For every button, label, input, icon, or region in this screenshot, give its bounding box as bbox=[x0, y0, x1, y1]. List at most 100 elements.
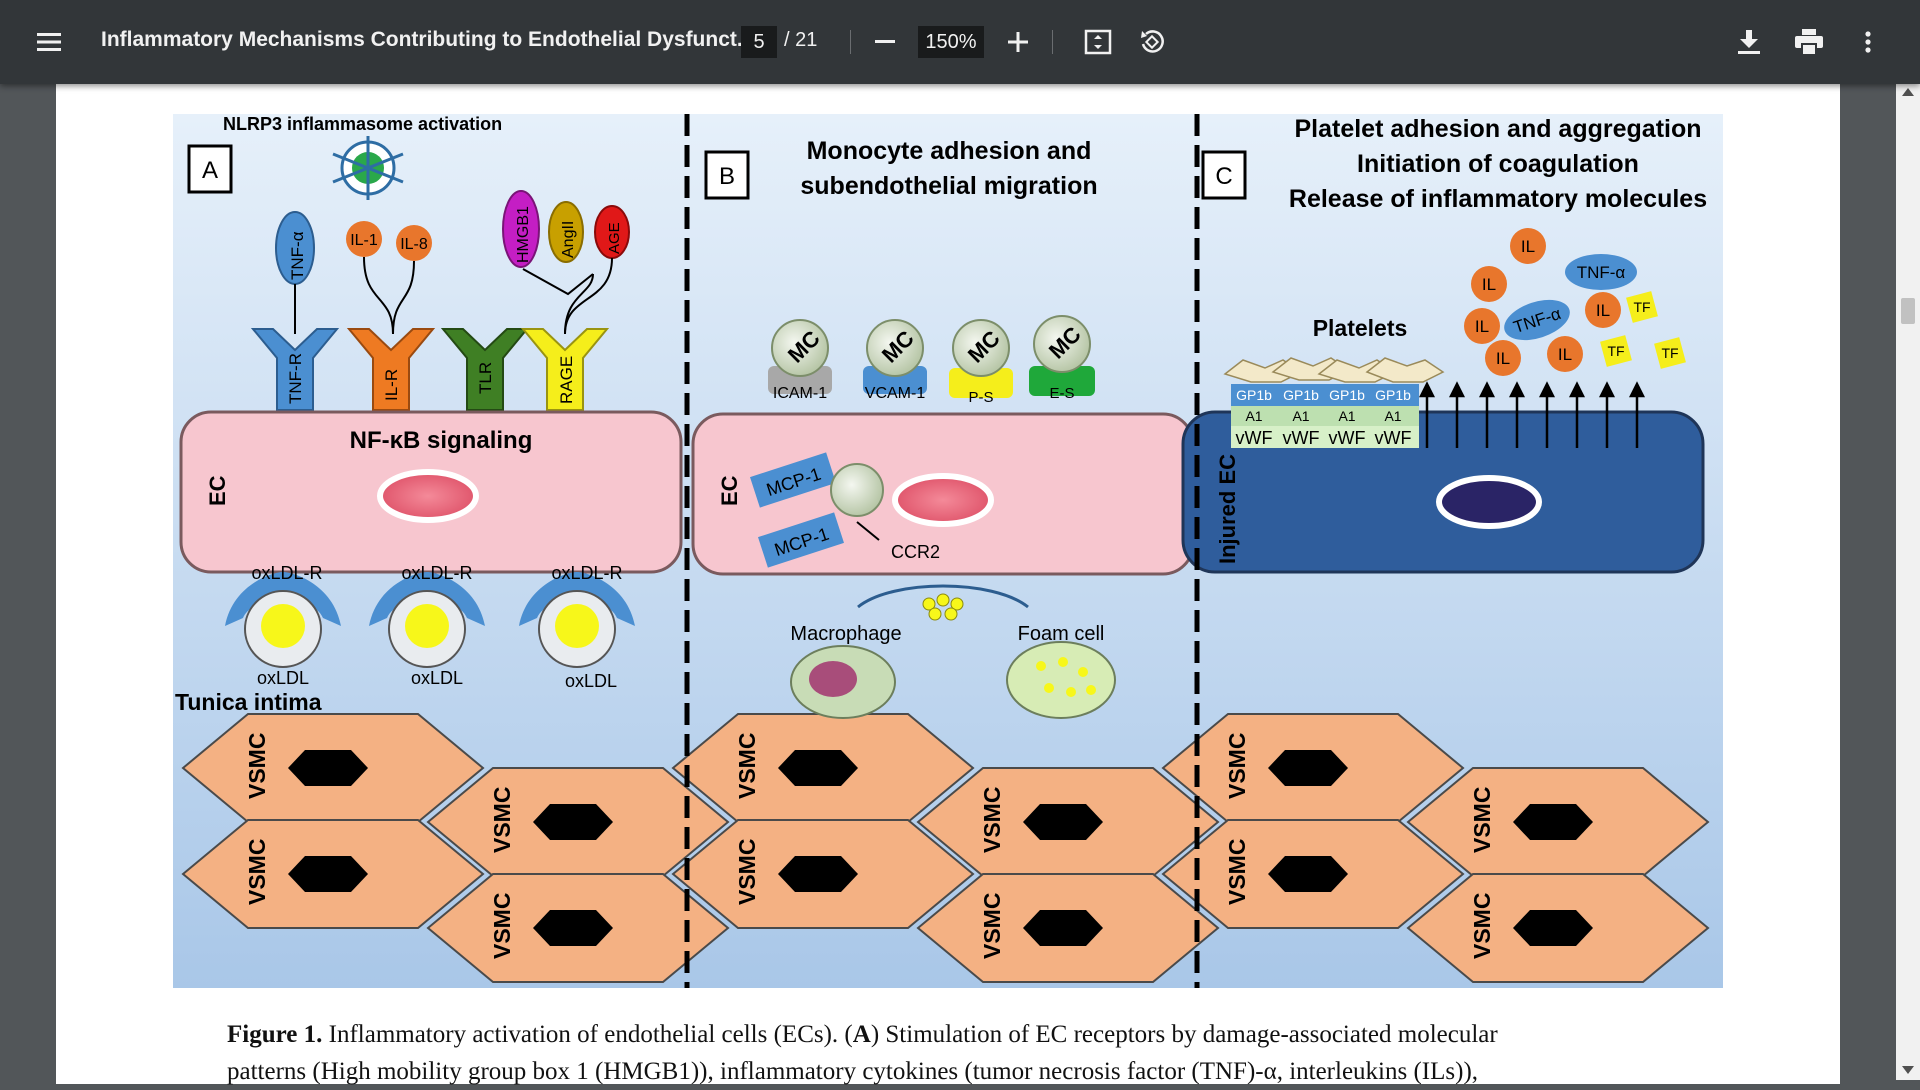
vsmc-label: VSMC bbox=[1224, 733, 1250, 799]
download-icon[interactable] bbox=[1727, 20, 1771, 64]
gp1b-vwf-complex: GP1b GP1b GP1b GP1b A1 A1 A1 A1 vWF vWF … bbox=[1231, 384, 1419, 448]
release-arrows bbox=[1418, 381, 1646, 448]
zoom-out-icon[interactable] bbox=[863, 20, 907, 64]
svg-text:GP1b: GP1b bbox=[1236, 387, 1272, 403]
svg-text:TLR: TLR bbox=[476, 362, 495, 394]
tunica-intima-label: Tunica intima bbox=[175, 689, 322, 715]
toolbar-divider bbox=[1052, 30, 1053, 54]
panel-b: B Monocyte adhesion and subendothelial m… bbox=[691, 137, 1195, 719]
vertical-scrollbar[interactable] bbox=[1896, 84, 1920, 1080]
caption-text: ) Stimulation of EC receptors by damage-… bbox=[870, 1021, 1498, 1048]
vsmc-label: VSMC bbox=[979, 893, 1005, 959]
foam-cell bbox=[1006, 641, 1116, 719]
monocyte-e-selectin: MC E-S bbox=[1029, 315, 1095, 402]
released-molecules: IL IL TNF-α TNF-α IL IL IL IL TF TF TF bbox=[1464, 228, 1686, 376]
vsmc-label: VSMC bbox=[1469, 893, 1495, 959]
scroll-thumb[interactable] bbox=[1901, 298, 1915, 324]
svg-text:GP1b: GP1b bbox=[1375, 387, 1411, 403]
panel-c: C Platelet adhesion and aggregation Init… bbox=[1181, 115, 1707, 574]
vsmc-label: VSMC bbox=[979, 787, 1005, 853]
panel-c-letter: C bbox=[1215, 163, 1232, 190]
oxldl-receptor-group: oxLDL-R oxLDL bbox=[369, 563, 485, 688]
oxldl-receptor-group: oxLDL-R oxLDL bbox=[225, 563, 341, 688]
panel-a: A NLRP3 inflammasome activation TNF-α IL… bbox=[175, 114, 683, 715]
vsmc-label: VSMC bbox=[1469, 787, 1495, 853]
rotate-icon[interactable] bbox=[1130, 20, 1174, 64]
svg-text:IL: IL bbox=[1558, 345, 1572, 364]
vsmc-label: VSMC bbox=[244, 733, 270, 799]
svg-text:oxLDL: oxLDL bbox=[565, 671, 617, 691]
macrophage-label: Macrophage bbox=[790, 623, 901, 645]
svg-text:IL-R: IL-R bbox=[382, 369, 401, 401]
scroll-down-icon[interactable] bbox=[1902, 1066, 1914, 1074]
page-total: / 21 bbox=[784, 29, 818, 51]
ligand-tnf-alpha: TNF-α bbox=[288, 231, 307, 280]
platelet-cluster bbox=[1223, 357, 1445, 383]
vsmc-label: VSMC bbox=[244, 839, 270, 905]
receptor-tnf-r: TNF-R bbox=[250, 328, 340, 411]
vsmc-labels: VSMC VSMC VSMC VSMC VSMC VSMC VSMC VSMC … bbox=[244, 733, 1495, 959]
zoom-in-icon[interactable] bbox=[996, 20, 1040, 64]
ligand-hmgb1: HMGB1 bbox=[515, 206, 532, 263]
svg-text:IL: IL bbox=[1475, 317, 1489, 336]
ec-label: EC bbox=[205, 475, 230, 506]
pdf-toolbar: Inflammatory Mechanisms Contributing to … bbox=[0, 0, 1920, 84]
receptor-il-r: IL-R bbox=[346, 328, 436, 411]
panel-a-letter: A bbox=[202, 157, 218, 184]
svg-text:RAGE: RAGE bbox=[557, 356, 576, 404]
svg-text:A1: A1 bbox=[1338, 408, 1355, 424]
ligand-angii: AngII bbox=[560, 221, 577, 258]
svg-text:E-S: E-S bbox=[1049, 385, 1074, 402]
print-icon[interactable] bbox=[1787, 20, 1831, 64]
caption-label: Figure 1. bbox=[227, 1021, 323, 1048]
ligand-il-8: IL-8 bbox=[400, 236, 428, 253]
panel-b-title-1: Monocyte adhesion and bbox=[807, 137, 1092, 165]
injured-ec-label: Injured EC bbox=[1215, 454, 1240, 564]
svg-text:vWF: vWF bbox=[1236, 428, 1273, 448]
svg-text:IL: IL bbox=[1596, 301, 1610, 320]
caption-line-1: Figure 1. Inflammatory activation of end… bbox=[227, 1016, 1757, 1053]
monocyte-p-selectin: MC P-S bbox=[949, 319, 1013, 406]
panel-c-title-2: Initiation of coagulation bbox=[1357, 150, 1639, 178]
svg-text:TF: TF bbox=[1633, 299, 1650, 315]
panel-c-title-3: Release of inflammatory molecules bbox=[1289, 185, 1707, 213]
svg-text:oxLDL-R: oxLDL-R bbox=[401, 563, 472, 583]
vsmc-label: VSMC bbox=[489, 893, 515, 959]
vsmc-label: VSMC bbox=[489, 787, 515, 853]
svg-text:P-S: P-S bbox=[968, 389, 993, 406]
scroll-up-icon[interactable] bbox=[1902, 88, 1914, 96]
vsmc-label: VSMC bbox=[1224, 839, 1250, 905]
vsmc-nuclei bbox=[288, 750, 1593, 946]
zoom-level-input[interactable]: 150% bbox=[918, 26, 984, 58]
svg-text:oxLDL: oxLDL bbox=[411, 668, 463, 688]
svg-text:GP1b: GP1b bbox=[1329, 387, 1365, 403]
svg-text:ICAM-1: ICAM-1 bbox=[773, 385, 827, 402]
receptor-rage: RAGE bbox=[520, 328, 610, 411]
svg-text:vWF: vWF bbox=[1375, 428, 1412, 448]
ligand-il-1: IL-1 bbox=[350, 232, 378, 249]
svg-text:vWF: vWF bbox=[1283, 428, 1320, 448]
more-icon[interactable] bbox=[1846, 20, 1890, 64]
svg-text:IL: IL bbox=[1482, 275, 1496, 294]
nlrp3-label: NLRP3 inflammasome activation bbox=[223, 114, 502, 134]
oxldl-receptor-group: oxLDL-R oxLDL bbox=[519, 563, 635, 691]
svg-text:A1: A1 bbox=[1245, 408, 1262, 424]
figure-1-illustration: VSMC VSMC VSMC VSMC VSMC VSMC VSMC VSMC … bbox=[173, 114, 1723, 988]
nfkb-label: NF-κB signaling bbox=[350, 427, 533, 454]
panel-b-letter: B bbox=[719, 163, 735, 190]
caption-line-2: patterns (High mobility group box 1 (HMG… bbox=[227, 1058, 1479, 1085]
pdf-page: VSMC VSMC VSMC VSMC VSMC VSMC VSMC VSMC … bbox=[56, 84, 1840, 1085]
platelets-label: Platelets bbox=[1313, 315, 1408, 341]
vsmc-label: VSMC bbox=[734, 839, 760, 905]
svg-text:oxLDL-R: oxLDL-R bbox=[251, 563, 322, 583]
fit-page-icon[interactable] bbox=[1076, 20, 1120, 64]
monocyte-vcam: MC VCAM-1 bbox=[863, 319, 927, 402]
svg-text:oxLDL-R: oxLDL-R bbox=[551, 563, 622, 583]
svg-text:TF: TF bbox=[1607, 343, 1624, 359]
inflammasome-icon bbox=[332, 136, 404, 200]
svg-text:GP1b: GP1b bbox=[1283, 387, 1319, 403]
caption-bold-a: A bbox=[852, 1021, 871, 1048]
svg-text:IL: IL bbox=[1496, 349, 1510, 368]
page-number-input[interactable]: 5 bbox=[741, 26, 777, 58]
menu-icon[interactable] bbox=[28, 20, 72, 64]
